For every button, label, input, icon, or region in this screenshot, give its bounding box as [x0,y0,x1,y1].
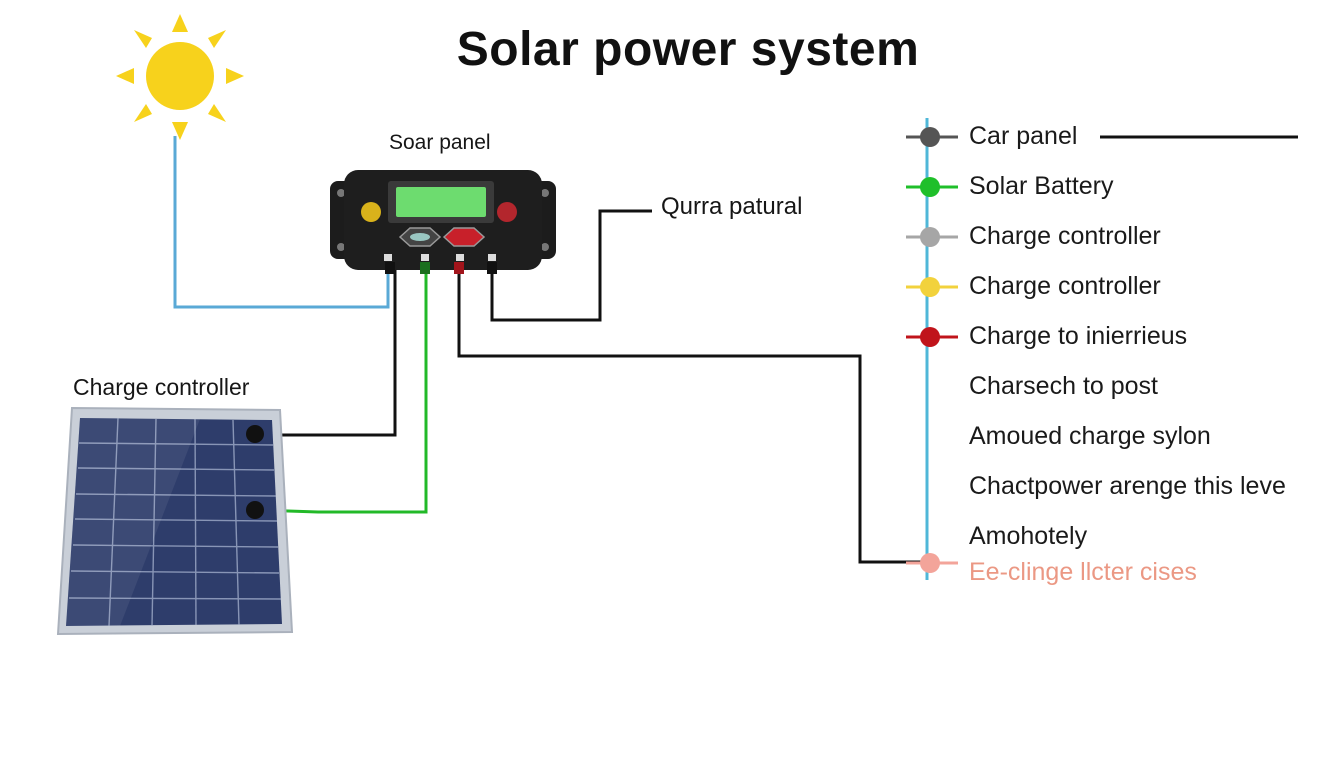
legend-marker-dot [920,553,940,573]
legend-item-label: Chactpower arenge this leve [969,472,1286,500]
sun-wire [173,136,390,309]
legend-marker-dot [920,177,940,197]
legend-marker-dot [920,227,940,247]
solar-panel-label: Charge controller [73,374,250,400]
legend-item-label: Car panel [969,122,1078,150]
panel-wire-black [258,265,397,437]
legend-item-label: Charge controller [969,222,1161,250]
solar-panel [56,406,294,636]
legend-wire [457,270,927,564]
legend-marker-dot [920,327,940,347]
sun-icon [116,14,244,140]
panel-wire-green [257,265,428,514]
legend-item-label: Charsech to post [969,372,1158,400]
controller-label: Soar panel [389,131,491,154]
legend-item-label: Ee-clinge llcter cises [969,558,1197,586]
legend-item-label: Charge to inierrieus [969,322,1188,350]
legend-item-label: Solar Battery [969,172,1114,200]
legend-item-label: Charge controller [969,272,1161,300]
legend-item-label: Amoued charge sylon [969,422,1211,450]
legend-markers [906,127,958,573]
legend-marker-dot [920,127,940,147]
legend-item-label: Amohotely [969,522,1088,550]
output-label: Qurra patural [661,193,803,220]
page-title: Solar power system [456,23,920,76]
legend-marker-dot [920,277,940,297]
output-wire [490,209,652,322]
charge-controller [330,170,556,274]
